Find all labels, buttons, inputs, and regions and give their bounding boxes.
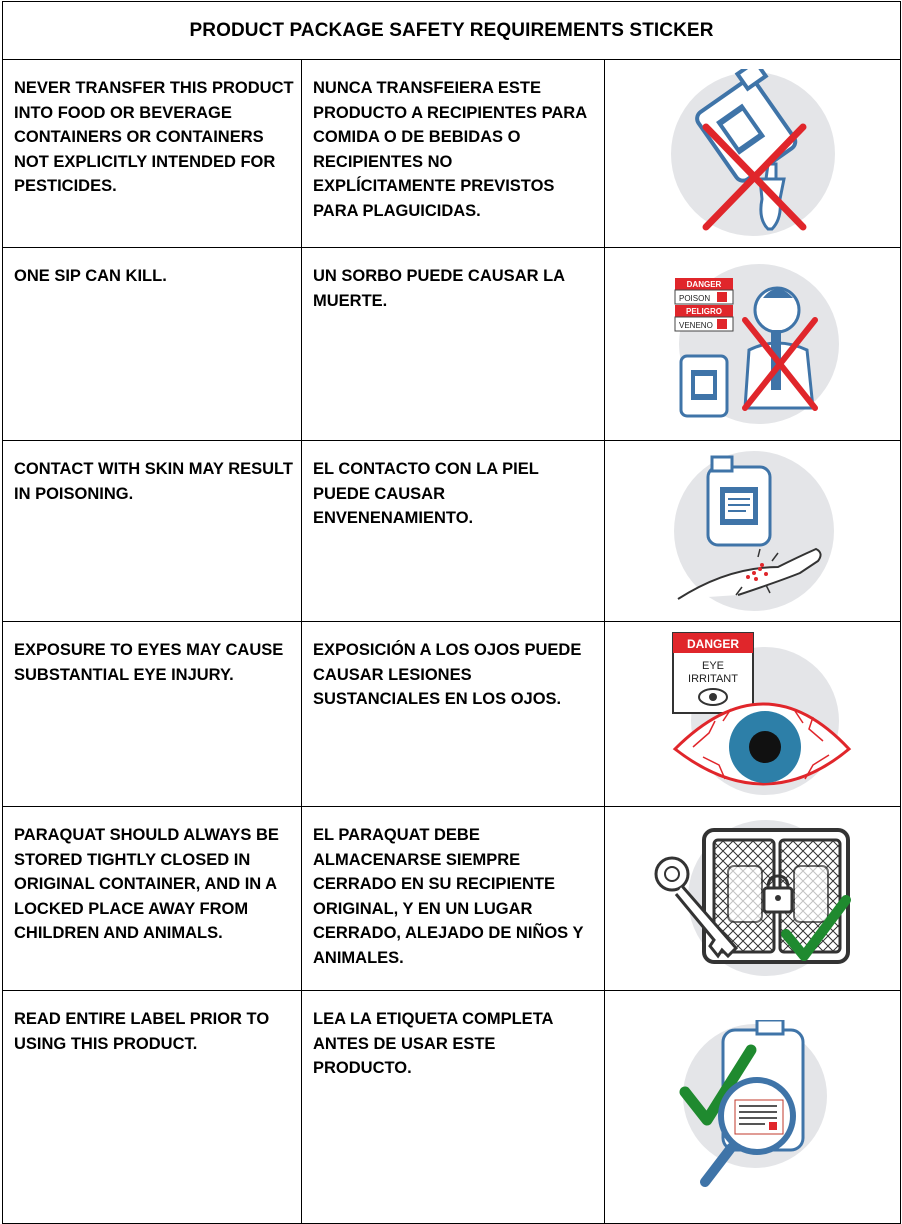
table-row: CONTACT WITH SKIN MAY RESULT IN POISONIN…: [2, 440, 902, 622]
english-text: ONE SIP CAN KILL.: [2, 247, 302, 441]
eye-sign-label: EYE: [702, 660, 724, 672]
read-label-icon: [679, 1019, 828, 1187]
danger-label: DANGER: [686, 280, 721, 289]
eye-irritant-icon: DANGER EYE IRRITANT: [671, 632, 851, 795]
spanish-text: EXPOSICIÓN A LOS OJOS PUEDE CAUSAR LESIO…: [301, 621, 605, 807]
pictogram-cell: [603, 806, 902, 991]
english-text: NEVER TRANSFER THIS PRODUCT INTO FOOD OR…: [2, 59, 302, 248]
danger-sign-label: DANGER: [687, 637, 739, 651]
table-row: EXPOSURE TO EYES MAY CAUSE SUBSTANTIAL E…: [2, 621, 902, 807]
pictogram-cell: [603, 990, 902, 1224]
table-row: NEVER TRANSFER THIS PRODUCT INTO FOOD OR…: [2, 59, 902, 248]
spanish-text: EL CONTACTO CON LA PIEL PUEDE CAUSAR ENV…: [301, 440, 605, 622]
veneno-label: VENENO: [679, 321, 713, 330]
pictogram-cell: [603, 440, 902, 622]
english-text: CONTACT WITH SKIN MAY RESULT IN POISONIN…: [2, 440, 302, 622]
spanish-text: UN SORBO PUEDE CAUSAR LA MUERTE.: [301, 247, 605, 441]
pictogram-cell: DANGER EYE IRRITANT: [603, 621, 902, 807]
table-row: PARAQUAT SHOULD ALWAYS BE STORED TIGHTLY…: [2, 806, 902, 991]
locked-storage-icon: [654, 820, 851, 976]
sticker-title: PRODUCT PACKAGE SAFETY REQUIREMENTS STIC…: [1, 1, 902, 60]
spanish-text: LEA LA ETIQUETA COMPLETA ANTES DE USAR E…: [301, 990, 605, 1224]
spanish-text: EL PARAQUAT DEBE ALMACENARSE SIEMPRE CER…: [301, 806, 605, 991]
pictogram-cell: [603, 59, 902, 248]
poison-label: POISON: [679, 294, 710, 303]
spanish-text: NUNCA TRANSFEIERA ESTE PRODUCTO A RECIPI…: [301, 59, 605, 248]
no-drinking-poison-icon: DANGER POISON PELIGRO VENENO: [674, 264, 839, 424]
skin-contact-icon: [673, 450, 834, 611]
title-row: PRODUCT PACKAGE SAFETY REQUIREMENTS STIC…: [1, 1, 902, 60]
peligro-label: PELIGRO: [686, 307, 722, 316]
irritant-sign-label: IRRITANT: [688, 673, 738, 685]
english-text: READ ENTIRE LABEL PRIOR TO USING THIS PR…: [2, 990, 302, 1224]
pictogram-cell: DANGER POISON PELIGRO VENENO: [603, 247, 902, 441]
no-transfer-pouring-icon: [670, 68, 835, 236]
english-text: PARAQUAT SHOULD ALWAYS BE STORED TIGHTLY…: [2, 806, 302, 991]
table-row: ONE SIP CAN KILL. UN SORBO PUEDE CAUSAR …: [2, 247, 902, 441]
table-row: READ ENTIRE LABEL PRIOR TO USING THIS PR…: [2, 990, 902, 1224]
english-text: EXPOSURE TO EYES MAY CAUSE SUBSTANTIAL E…: [2, 621, 302, 807]
